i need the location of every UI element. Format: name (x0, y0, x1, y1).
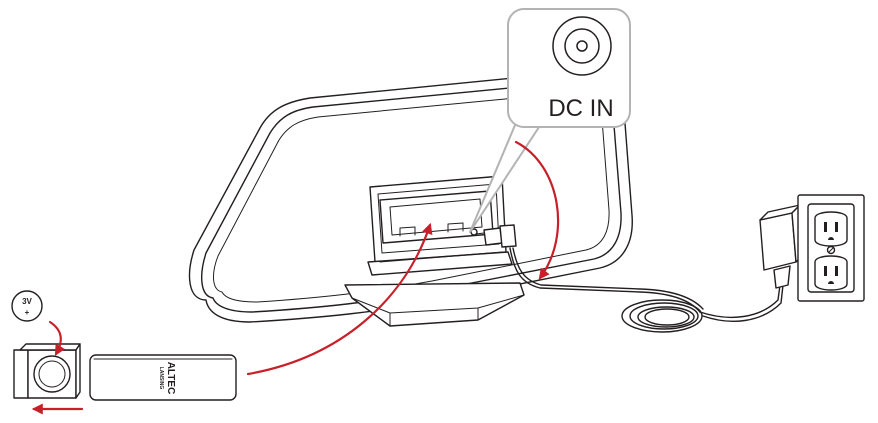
battery-insert-arrow (48, 320, 66, 356)
remote-store-arrow (246, 222, 433, 376)
remote-control: ALTEC LANSING (89, 354, 237, 401)
remote-brand-bottom: LANSING (158, 367, 164, 390)
remote-brand-top: ALTEC (165, 362, 176, 395)
dc-jack-icon (552, 16, 612, 76)
wall-outlet-icon (797, 194, 865, 302)
instruction-arrows (31, 140, 560, 415)
power-cable (509, 247, 784, 333)
coin-battery-icon: 3V + (11, 290, 43, 322)
plug-insert-arrow (514, 140, 560, 280)
dc-in-callout: DC IN (469, 8, 631, 233)
battery-voltage: 3V (22, 297, 32, 306)
battery-polarity: + (25, 308, 30, 317)
battery-compartment (13, 343, 81, 399)
dc-in-label: DC IN (548, 95, 613, 122)
